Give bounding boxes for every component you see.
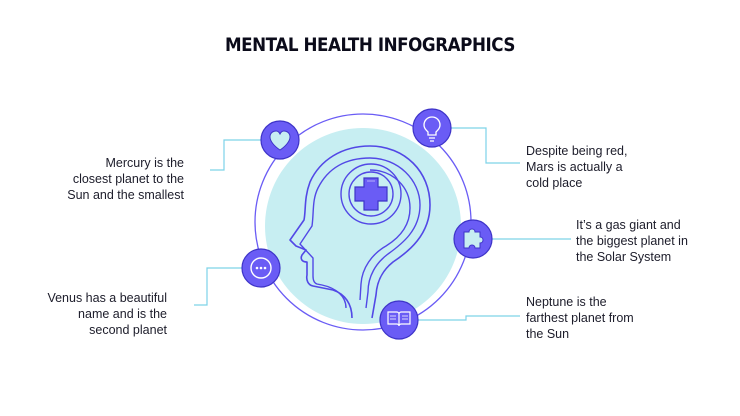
text-line: It’s a gas giant and: [576, 218, 681, 232]
plus-icon: [354, 177, 388, 211]
text-line: the Sun: [526, 327, 570, 341]
text-line: the biggest planet in: [576, 234, 688, 248]
brain-circle: [340, 163, 402, 225]
connectors: [194, 127, 571, 321]
text-line: Neptune is the: [526, 295, 607, 309]
text-line: Despite being red,: [526, 144, 628, 158]
text-line: second planet: [89, 323, 167, 337]
text-line: cold place: [526, 176, 583, 190]
page-title: MENTAL HEALTH INFOGRAPHICS: [224, 34, 516, 56]
chat-bubble-icon: [241, 248, 281, 288]
puzzle-icon: [453, 219, 493, 259]
brain-line-1: [299, 157, 421, 309]
book-icon: [379, 300, 419, 340]
text-line: the Solar System: [576, 250, 672, 264]
neptune-description: Neptune is the farthest planet from the …: [526, 294, 706, 342]
text-line: name and is the: [78, 307, 167, 321]
mercury-description: Mercury is the closest planet to the Sun…: [4, 155, 184, 203]
jupiter-description: It’s a gas giant and the biggest planet …: [576, 217, 736, 265]
text-line: Mars is actually a: [526, 160, 623, 174]
text-line: Sun and the smallest: [67, 188, 184, 202]
lightbulb-icon: [412, 108, 452, 148]
text-line: Venus has a beautiful: [47, 291, 167, 305]
text-line: Mercury is the: [105, 156, 185, 170]
heart-icon: [260, 120, 300, 160]
text-line: farthest planet from: [526, 311, 634, 325]
brain-inner-circle: [348, 171, 394, 217]
head-profile: [289, 145, 431, 319]
text-line: closest planet to the: [72, 172, 184, 186]
venus-description: Venus has a beautiful name and is the se…: [0, 290, 167, 338]
mars-description: Despite being red, Mars is actually a co…: [526, 143, 706, 191]
background-circle: [265, 128, 461, 324]
